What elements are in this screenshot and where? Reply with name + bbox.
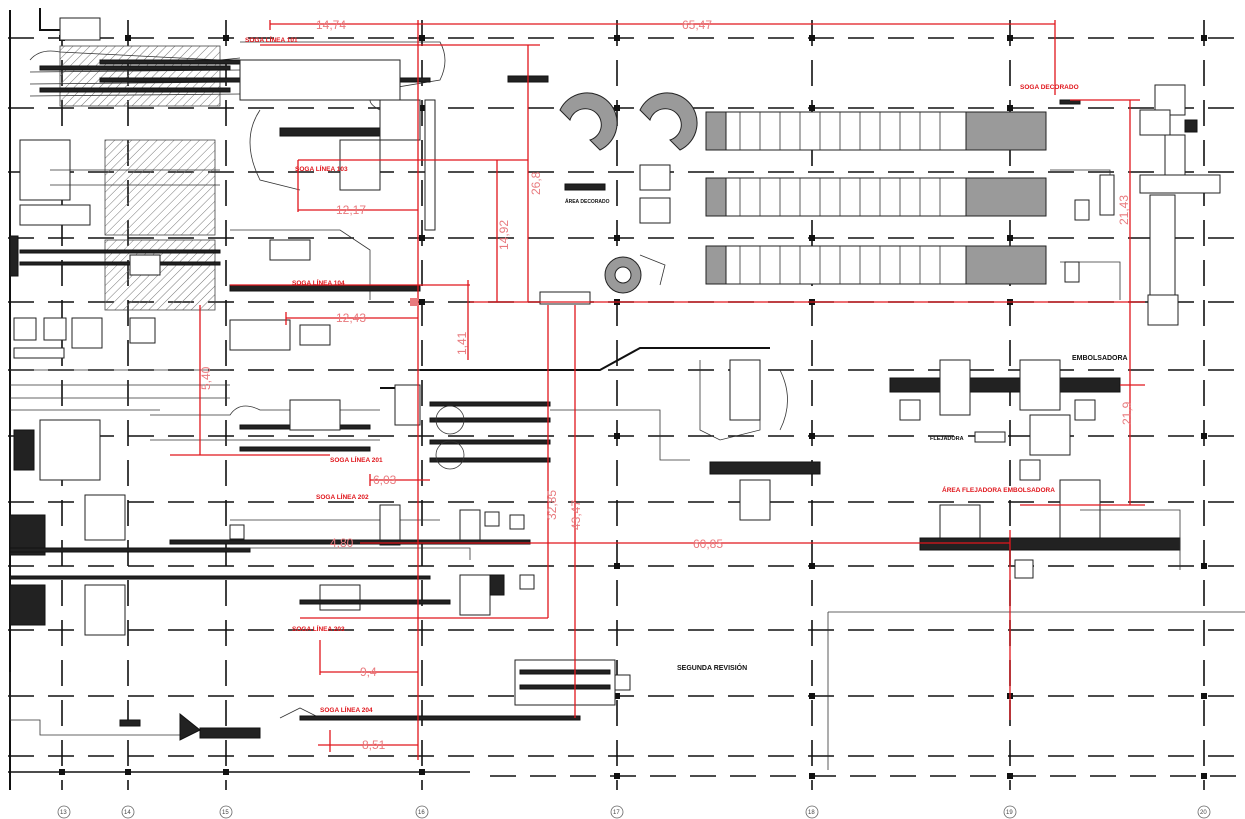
label-area-flejadora-embolsadora: ÁREA FLEJADORA EMBOLSADORA: [942, 485, 1055, 494]
label-soga-linea-204: SOGA LÍNEA 204: [320, 705, 373, 714]
axis-15: 15: [222, 810, 229, 816]
dim-14-92: 14,92: [497, 220, 511, 250]
label-soga-linea-201: SOGA LÍNEA 201: [330, 455, 383, 464]
axis-19: 19: [1006, 810, 1013, 816]
decorator-line-2: [705, 177, 1047, 217]
label-embolsadora: EMBOLSADORA: [1072, 355, 1128, 362]
label-soga-linea-103: SOGA LÍNEA 103: [295, 164, 348, 173]
label-soga-decorado: SOGA DECORADO: [1020, 84, 1079, 91]
left-production-area: [9, 8, 431, 790]
label-area-decorado: ÁREA DECORADO: [565, 198, 610, 205]
label-flejadora: FLEJADORA: [930, 436, 964, 442]
dim-60-85: 60,85: [693, 537, 723, 551]
axis-18: 18: [808, 810, 815, 816]
dim-43-47: 43,47: [569, 500, 583, 530]
dim-21-43: 21,43: [1117, 195, 1131, 225]
dimension-values: 14,74 65,47 12,17 26,8 14,92 12,43 1,41 …: [199, 18, 1134, 752]
grid-axis-markers: 13 14 15 16 17 18 19 20: [57, 805, 1211, 819]
bagging-strapping-area: [889, 359, 1181, 579]
dim-12-43: 12,43: [336, 311, 366, 325]
dim-26-8: 26,8: [529, 171, 543, 195]
axis-17: 17: [613, 810, 620, 816]
label-soga-linea-202: SOGA LÍNEA 202: [316, 492, 369, 501]
decorator-line-3: [705, 245, 1047, 285]
area-labels: SOGA LÍNEA 101 SOGA LÍNEA 103 SOGA LÍNEA…: [245, 35, 1128, 714]
dim-4-80: 4,80: [330, 536, 354, 550]
dim-1-41: 1,41: [455, 331, 469, 355]
axis-20: 20: [1200, 810, 1207, 816]
label-segunda-revision: SEGUNDA REVISIÓN: [677, 663, 747, 672]
second-revision-area: [827, 611, 1245, 770]
dim-32-85: 32,85: [545, 490, 559, 520]
dim-65-47: 65,47: [682, 18, 712, 32]
upper-lines-area: [99, 41, 446, 351]
dim-5-40: 5,40: [199, 366, 213, 390]
dim-6-03: 6,03: [373, 473, 397, 487]
decorado-area: [507, 75, 1221, 326]
dim-9-4: 9,4: [360, 665, 377, 679]
dimension-lines: [170, 20, 1145, 760]
axis-14: 14: [124, 810, 131, 816]
decorator-line-1: [705, 111, 1047, 151]
label-soga-linea-104: SOGA LÍNEA 104: [292, 278, 345, 287]
columns: [59, 35, 1207, 779]
axis-16: 16: [418, 810, 425, 816]
dim-14-74: 14,74: [316, 18, 346, 32]
axis-13: 13: [60, 810, 67, 816]
label-soga-linea-203: SOGA LÍNEA 203: [292, 624, 345, 633]
dim-12-17: 12,17: [336, 203, 366, 217]
dim-8-51: 8,51: [362, 738, 386, 752]
label-soga-linea-101: SOGA LÍNEA 101: [245, 35, 298, 44]
dim-21-9: 21,9: [1120, 401, 1134, 425]
structural-grid: [8, 20, 1245, 790]
